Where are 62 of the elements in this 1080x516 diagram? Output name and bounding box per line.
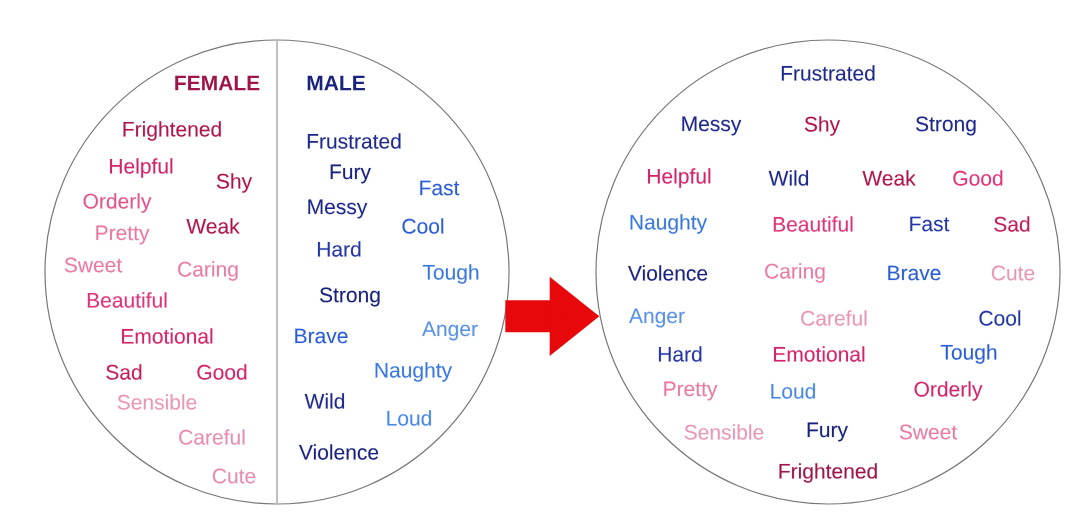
word: Caring (765, 263, 825, 283)
word: Tough (940, 344, 997, 364)
word: Cute (212, 468, 256, 484)
word: Pretty (664, 381, 718, 401)
word: Hard (317, 241, 361, 257)
word: Brave (888, 265, 941, 281)
word: Caring (178, 261, 238, 281)
word: Sad (106, 364, 142, 380)
word: Violence (627, 265, 708, 281)
word: Sad (994, 216, 1030, 232)
word: MALE (307, 75, 365, 91)
word: Cute (991, 265, 1035, 281)
word: Weak (862, 170, 916, 186)
word: Cool (979, 310, 1021, 326)
word: Orderly (914, 381, 983, 401)
word: Helpful (648, 168, 711, 188)
word: Brave (295, 328, 348, 344)
word: Good (953, 170, 1003, 186)
word: Orderly (83, 193, 152, 213)
word: Beautiful (773, 216, 853, 232)
word: Sensible (117, 394, 197, 410)
word: Beautiful (87, 292, 167, 308)
word: Cool (402, 218, 444, 234)
word: Emotional (774, 346, 865, 362)
word: Strong (320, 287, 380, 307)
word: Messy (308, 199, 368, 219)
word: Naughty (375, 362, 453, 382)
word: Helpful (110, 158, 173, 178)
word: Shy (804, 116, 841, 136)
word: Loud (771, 383, 815, 399)
word: Hard (658, 346, 702, 362)
word-circle (44, 39, 510, 505)
word: Wild (768, 170, 809, 186)
word: FEMALE (175, 75, 260, 91)
word: Frustrated (307, 133, 401, 149)
word: Anger (629, 308, 685, 328)
word: Weak (186, 218, 240, 234)
word: Tough (422, 264, 479, 284)
word: Messy (682, 116, 742, 136)
word: Wild (304, 393, 345, 409)
word: Loud (387, 410, 431, 426)
word: Anger (422, 321, 478, 341)
word: Naughty (630, 214, 708, 234)
word: Careful (801, 310, 867, 326)
word: Sensible (684, 424, 764, 440)
word: Careful (179, 429, 245, 445)
word: Frightened (123, 121, 221, 141)
word-circle (595, 39, 1061, 505)
word: Fast (910, 216, 950, 232)
word: Violence (298, 444, 379, 460)
word: Pretty (96, 225, 150, 245)
word: Fury (807, 422, 848, 442)
word: Good (197, 364, 247, 380)
word: Frightened (779, 463, 877, 483)
word: Fury (330, 164, 371, 184)
word: Fast (420, 180, 460, 196)
word: Shy (216, 173, 253, 193)
word: Sweet (64, 257, 123, 273)
word: Emotional (122, 328, 213, 344)
word: Frustrated (781, 65, 875, 81)
word: Sweet (899, 424, 957, 440)
word: Strong (916, 116, 976, 136)
